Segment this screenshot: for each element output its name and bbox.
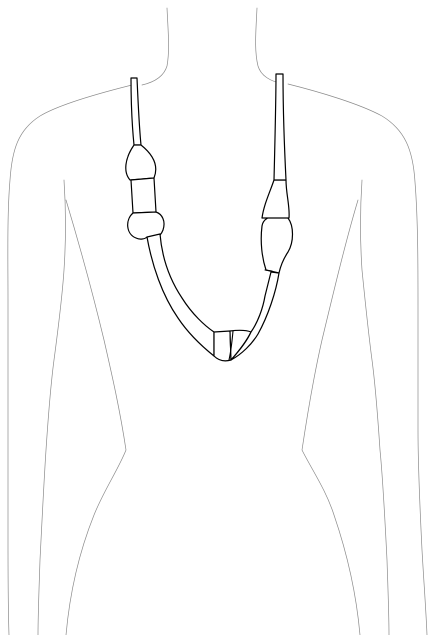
left-waist-outline <box>66 200 126 635</box>
right-inner-arm-outline <box>361 180 390 635</box>
neck-left-outline <box>142 8 169 85</box>
left-curved-arm <box>147 234 214 356</box>
right-waist-outline <box>302 200 360 635</box>
center-clasp-left <box>214 331 231 361</box>
left-upper-bead <box>126 145 156 180</box>
right-shoulder-outline <box>288 84 427 635</box>
right-lower-bead <box>261 216 292 273</box>
torso-figure <box>8 8 427 635</box>
neck-right-outline <box>256 8 283 84</box>
left-tube-connector <box>131 178 156 213</box>
right-upper-bead <box>262 180 289 218</box>
necklace <box>126 74 293 361</box>
left-cord <box>131 78 141 145</box>
right-cord <box>274 74 286 180</box>
left-inner-arm-outline <box>38 180 66 635</box>
left-shoulder-outline <box>8 85 132 635</box>
